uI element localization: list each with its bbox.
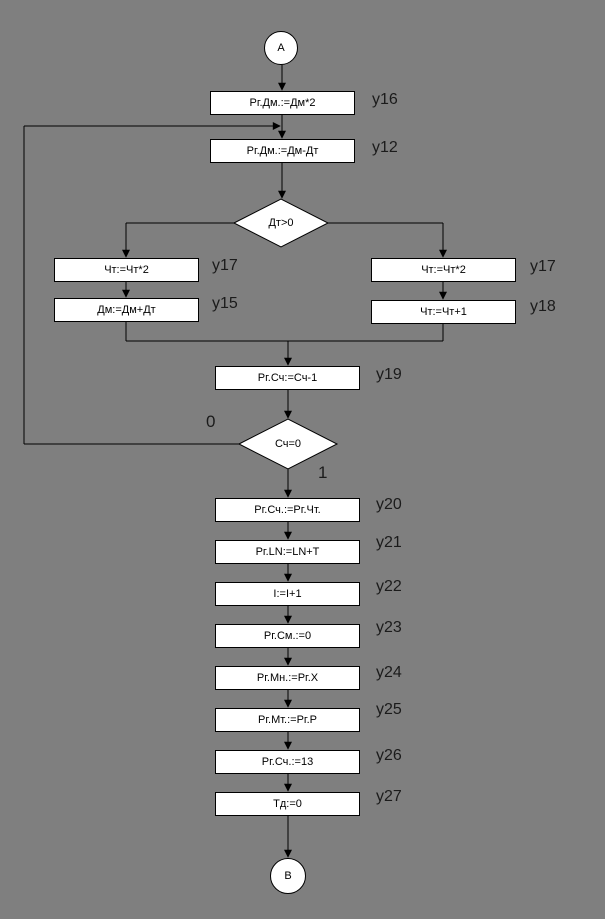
decision-sch-label: Сч=0 [274, 438, 302, 450]
label-y24: y24 [376, 664, 402, 681]
node-y25: Рг.Мт.:=Рг.Р [215, 708, 360, 732]
node-y15: Дм:=Дм+Дт [54, 298, 199, 322]
node-y20: Рг.Сч.:=Рг.Чт. [215, 498, 360, 522]
label-y19: y19 [376, 366, 402, 383]
label-y25: y25 [376, 701, 402, 718]
label-y15: y15 [212, 295, 238, 312]
node-y12: Рг.Дм.:=Дм-Дт [210, 139, 355, 163]
node-y27: Тд:=0 [215, 792, 360, 816]
label-y12: y12 [372, 139, 398, 156]
node-y24: Рг.Мн.:=Рг.Х [215, 666, 360, 690]
label-y16: y16 [372, 91, 398, 108]
label-y27: y27 [376, 788, 402, 805]
branch-label-one: 1 [318, 463, 328, 482]
label-y23: y23 [376, 619, 402, 636]
node-y17-right: Чт:=Чт*2 [371, 258, 516, 282]
decision-dt-shape [232, 198, 330, 248]
label-y17-left: y17 [212, 257, 238, 274]
start-connector: А [264, 31, 298, 65]
node-y17-left: Чт:=Чт*2 [54, 258, 199, 282]
label-y22: y22 [376, 578, 402, 595]
label-y18: y18 [530, 298, 556, 315]
node-y18: Чт:=Чт+1 [371, 300, 516, 324]
node-y23: Рг.См.:=0 [215, 624, 360, 648]
decision-dt-label: Дт>0 [268, 217, 294, 229]
label-y21: y21 [376, 534, 402, 551]
decision-sch-shape [237, 418, 339, 470]
node-y21: Рг.LN:=LN+T [215, 540, 360, 564]
label-y26: y26 [376, 747, 402, 764]
node-y19: Рг.Сч:=Сч-1 [215, 366, 360, 390]
end-connector: В [270, 858, 306, 894]
node-y16: Рг.Дм.:=Дм*2 [210, 91, 355, 115]
label-y17-right: y17 [530, 258, 556, 275]
node-y22: I:=I+1 [215, 582, 360, 606]
node-y26: Рг.Сч.:=13 [215, 750, 360, 774]
label-y20: y20 [376, 496, 402, 513]
branch-label-zero: 0 [206, 412, 216, 431]
